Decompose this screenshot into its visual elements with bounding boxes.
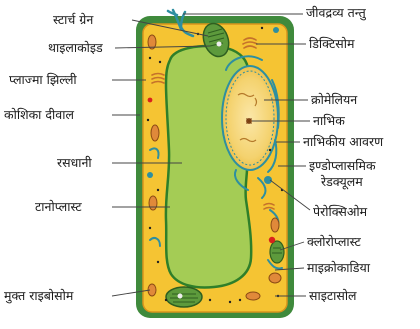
label-free-ribosome: मुक्त राइबोसोम — [4, 289, 73, 303]
label-starch-grain: स्टार्च ग्रेन — [53, 13, 93, 27]
chloroplast-right — [270, 241, 284, 263]
label-vacuole: रसधानी — [57, 156, 92, 170]
label-tonoplast: टानोप्लास्ट — [35, 200, 82, 214]
chloroplast-bottom — [166, 287, 202, 307]
label-peroxisome: पेरोक्सिओम — [313, 205, 367, 219]
label-thylakoid: थाइलाकोइड — [48, 41, 103, 55]
label-nucleolus: नाभिक — [313, 114, 345, 128]
label-endoplasmic-reticulum-line1: इण्डोप्लासमिक — [309, 159, 376, 173]
label-plasmodesmata: जीवद्रव्य तन्तु — [306, 6, 366, 20]
label-endoplasmic-reticulum-line2: रेडक्यूलम — [321, 175, 363, 189]
label-chromatin: क्रोमेलियन — [311, 93, 357, 107]
label-dictyosome: डिक्टिसोम — [309, 37, 354, 51]
label-cytosol: साइटासोल — [309, 289, 357, 303]
label-cell-wall: कोशिका दीवाल — [4, 108, 74, 122]
label-mitochondria: माइक्रोकाडिया — [307, 261, 370, 275]
label-plasma-membrane: प्लाज्मा झिल्ली — [9, 73, 77, 87]
nucleus — [222, 66, 278, 170]
label-nuclear-envelope: नाभिकीय आवरण — [303, 135, 383, 149]
label-chloroplast: क्लोरोप्लास्ट — [307, 235, 361, 249]
